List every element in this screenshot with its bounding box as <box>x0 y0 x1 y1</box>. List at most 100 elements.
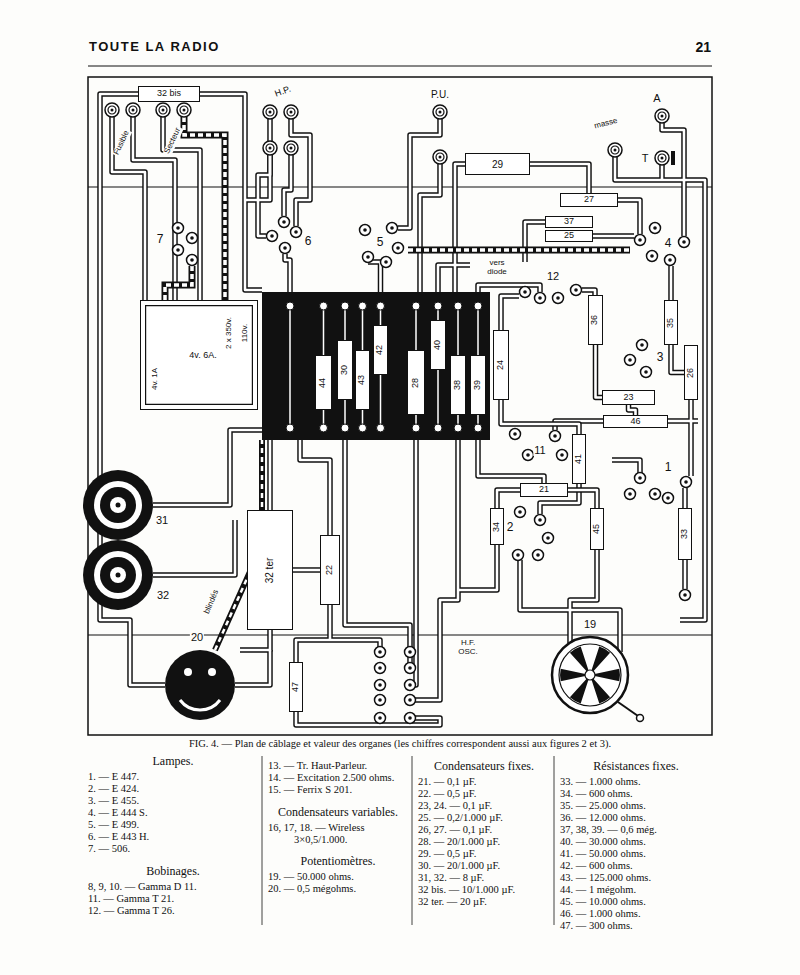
table-cell: 25. — 0,2/1.000 µF. <box>418 812 550 824</box>
component-box: 37 <box>545 216 593 228</box>
board-terminal <box>341 424 349 432</box>
page-number: 21 <box>694 40 712 55</box>
table-cell: 4. — E 444 S. <box>88 807 258 819</box>
table-cell: 20. — 0,5 mégohms. <box>268 883 408 895</box>
component-box: 39 <box>470 355 486 415</box>
component-number: 29 <box>492 159 503 170</box>
table-heading: Bobinages. <box>88 865 258 878</box>
table-cell: 36. — 12.000 ohms. <box>560 812 712 824</box>
table-cell: 32 bis. — 10/1.000 µF. <box>418 884 550 896</box>
wire-outline <box>293 567 320 573</box>
socket-pin <box>523 450 534 461</box>
table-cell: 13. — Tr. Haut-Parleur. <box>268 760 408 772</box>
socket-pin <box>360 225 371 236</box>
wire-core <box>293 569 320 572</box>
component-box: 41 <box>572 434 586 484</box>
socket-pin <box>405 695 416 706</box>
board-terminal <box>320 302 328 310</box>
callout-number: 4 <box>664 237 673 250</box>
component-number: 34 <box>492 521 502 531</box>
table-cell: 23, 24. — 0,1 µF. <box>418 800 550 812</box>
capacitor-ring <box>110 567 126 583</box>
board-terminal <box>454 302 462 310</box>
capacitor-ring <box>100 557 136 593</box>
board-terminal <box>412 302 420 310</box>
earth-bar <box>671 151 675 165</box>
transformer-outline: 2 x 350v.4v. 6A.4v. 1A110v. <box>140 300 258 410</box>
wheel-ring <box>559 644 621 706</box>
table-cell: 40. — 30.000 ohms. <box>560 836 712 848</box>
board-terminals <box>286 302 482 432</box>
electrolytic-capacitor <box>83 540 153 610</box>
board-terminal <box>377 302 385 310</box>
wire-connector <box>501 400 579 434</box>
twisted-core <box>165 117 630 300</box>
table-cell: 47. — 300 ohms. <box>560 920 712 932</box>
socket-pin <box>550 431 561 442</box>
component-box: 42 <box>373 325 388 375</box>
terminal-label: Secteur <box>163 126 183 157</box>
component-number: 32 bis <box>157 89 181 99</box>
component-number: 39 <box>473 380 483 390</box>
board-terminal <box>377 424 385 432</box>
terminal <box>105 103 119 117</box>
socket-pin <box>650 223 661 234</box>
figure-caption: FIG. 4. — Plan de câblage et valeur des … <box>189 738 611 749</box>
socket-pin <box>625 489 636 500</box>
table-cell: 5. — E 499. <box>88 819 258 831</box>
socket-pin <box>553 293 564 304</box>
socket-pin <box>375 695 386 706</box>
wheel-lug <box>637 715 644 722</box>
terminal <box>433 150 447 164</box>
terminal <box>263 141 277 155</box>
socket-pin <box>173 223 184 234</box>
table-cell: 19. — 50.000 ohms. <box>268 871 408 883</box>
wire-core <box>671 345 684 373</box>
component-box: 21 <box>520 483 568 497</box>
component-box: 29 <box>465 153 530 175</box>
table-heading: Résistances fixes. <box>560 760 712 773</box>
socket-pin <box>535 293 546 304</box>
transformer-rating: 4v. 1A <box>151 368 160 390</box>
component-number: 24 <box>496 360 506 370</box>
socket-pin <box>510 429 521 440</box>
table-cell: 32 ter. — 20 µF. <box>418 896 550 908</box>
socket-pin <box>387 223 398 234</box>
socket-pin <box>533 550 544 561</box>
terminal-label: H.F. OSC. <box>452 639 484 657</box>
table-cell: 43. — 125.000 ohms. <box>560 872 712 884</box>
socket-pin <box>187 255 198 266</box>
socket-pin <box>267 231 278 242</box>
component-box: 34 <box>490 508 504 545</box>
table-cell: 6. — E 443 H. <box>88 831 258 843</box>
component-number: 32 ter <box>264 557 275 583</box>
component-box: 33 <box>678 508 692 560</box>
socket-pin <box>647 251 658 262</box>
table-cell: 42. — 600 ohms. <box>560 860 712 872</box>
chassis-fold <box>88 187 712 635</box>
callout-number: 31 <box>155 514 169 526</box>
table-cell: 15. — Ferrix S 201. <box>268 784 408 796</box>
component-box: 35 <box>664 300 678 345</box>
component-number: 40 <box>433 340 443 350</box>
terminal-label: H.P. <box>273 84 294 100</box>
wheel-rim <box>552 637 628 713</box>
component-box: 28 <box>407 350 425 415</box>
table-cell: 22. — 0,5 µF. <box>418 788 550 800</box>
socket-pin <box>381 257 392 268</box>
component-box: 47 <box>289 662 303 712</box>
table-rule <box>262 756 554 925</box>
component-box: 44 <box>315 355 332 410</box>
component-number: 30 <box>340 365 350 375</box>
component-box: 27 <box>560 193 618 207</box>
wire-outline <box>568 490 597 508</box>
wire-outline <box>530 164 589 193</box>
board-terminal <box>474 424 482 432</box>
component-number: 43 <box>358 375 368 385</box>
component-number: 25 <box>564 231 574 241</box>
wire-outline <box>671 345 684 373</box>
table-cell: 46. — 1.000 ohms. <box>560 908 712 920</box>
terminal <box>284 141 298 155</box>
wire-core <box>629 405 636 415</box>
component-box: 26 <box>684 345 698 400</box>
